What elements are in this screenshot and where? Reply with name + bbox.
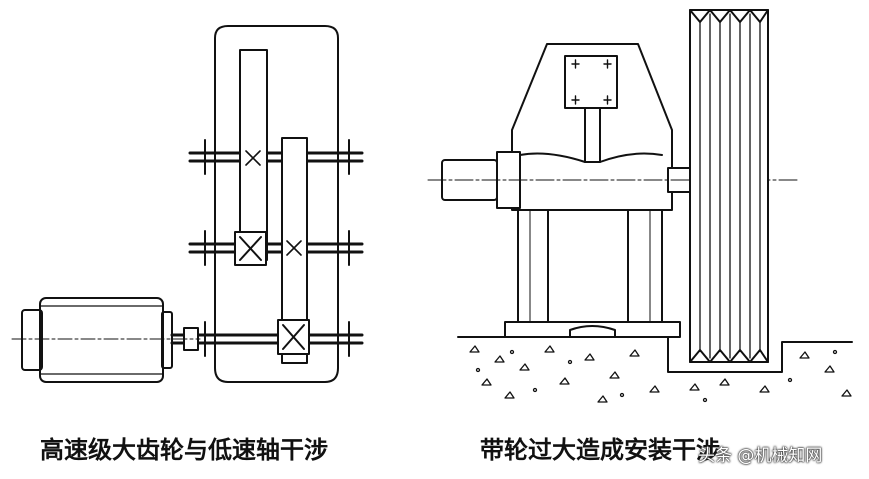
reducer-housing	[511, 43, 673, 211]
ground-line	[457, 336, 853, 373]
watermark: 头条 @机械知网	[698, 446, 823, 466]
high-speed-shaft	[188, 139, 364, 175]
large-v-belt-pulley	[689, 9, 769, 363]
housing-legs	[517, 209, 663, 323]
intermediate-shaft	[188, 230, 364, 266]
high-speed-large-gear	[239, 49, 268, 261]
gear-center-marks	[245, 150, 302, 256]
caption-gear-interference: 高速级大齿轮与低速轴干涉	[40, 435, 328, 464]
input-shaft	[441, 151, 521, 209]
gearbox-housing	[214, 25, 339, 383]
low-speed-shaft	[170, 321, 364, 357]
housing-base	[504, 321, 681, 338]
pinion-boxes	[234, 231, 310, 355]
left-gearbox-diagram	[11, 25, 364, 383]
motor	[21, 297, 173, 383]
ground-hatching	[469, 345, 852, 403]
caption-pulley-interference: 带轮过大造成安装干涉	[480, 435, 720, 464]
right-pulley-diagram	[427, 9, 853, 403]
